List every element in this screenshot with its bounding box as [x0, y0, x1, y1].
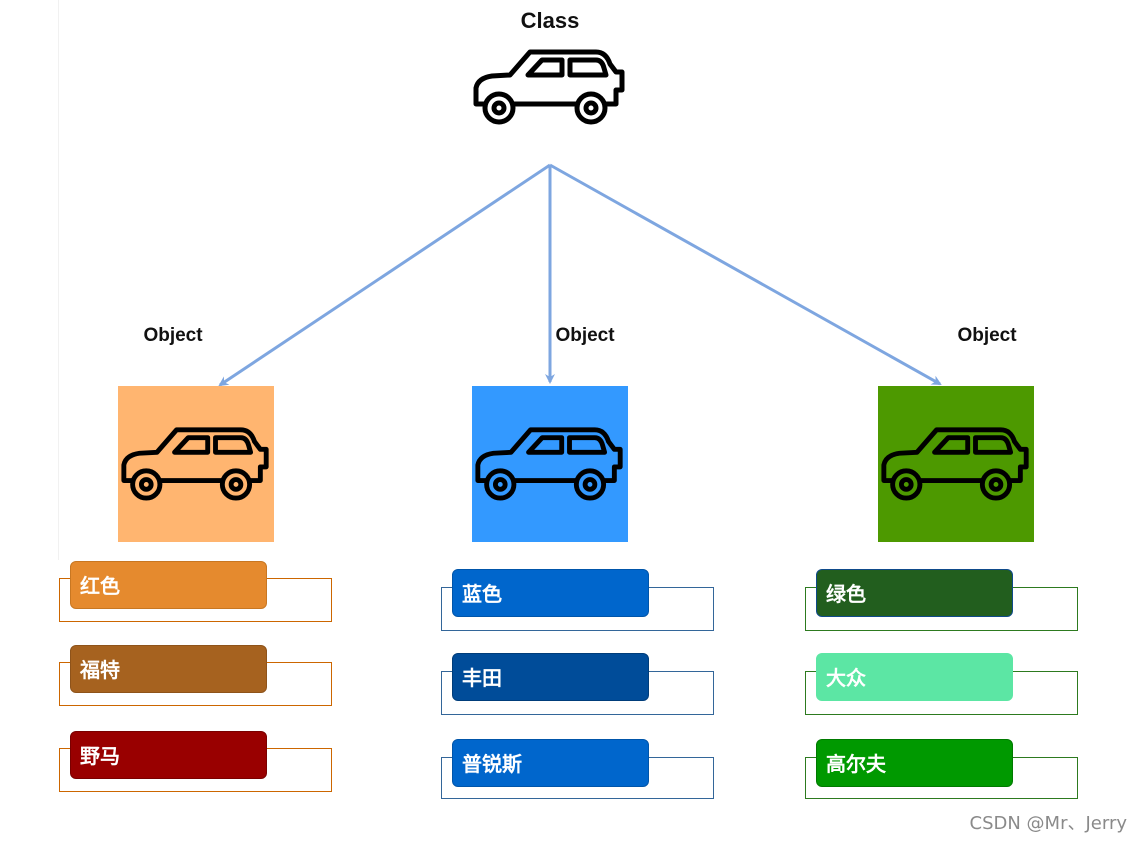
object-tile-2 — [472, 386, 628, 542]
property-brand-3: 大众 — [816, 653, 1013, 701]
property-brand-1: 福特 — [70, 645, 267, 693]
object-title-1: Object — [143, 325, 203, 346]
car-icon — [473, 49, 625, 125]
property-brand-2: 丰田 — [452, 653, 649, 701]
watermark: CSDN @Mr、Jerry — [969, 813, 1128, 834]
property-color-2: 蓝色 — [452, 569, 649, 617]
property-color-3: 绿色 — [816, 569, 1013, 617]
object-tile-3 — [878, 386, 1034, 542]
object-tile-1 — [118, 386, 274, 542]
property-model-3: 高尔夫 — [816, 739, 1013, 787]
car-icon — [121, 427, 269, 501]
property-model-1: 野马 — [70, 731, 267, 779]
car-icon — [881, 427, 1029, 501]
arrow-right — [549, 163, 942, 386]
arrow-left — [218, 163, 551, 387]
page-edge-line — [58, 0, 59, 560]
property-color-1: 红色 — [70, 561, 267, 609]
object-title-2: Object — [555, 325, 615, 346]
property-model-2: 普锐斯 — [452, 739, 649, 787]
car-icon — [475, 427, 623, 501]
object-title-3: Object — [957, 325, 1017, 346]
class-title: Class — [520, 8, 580, 33]
